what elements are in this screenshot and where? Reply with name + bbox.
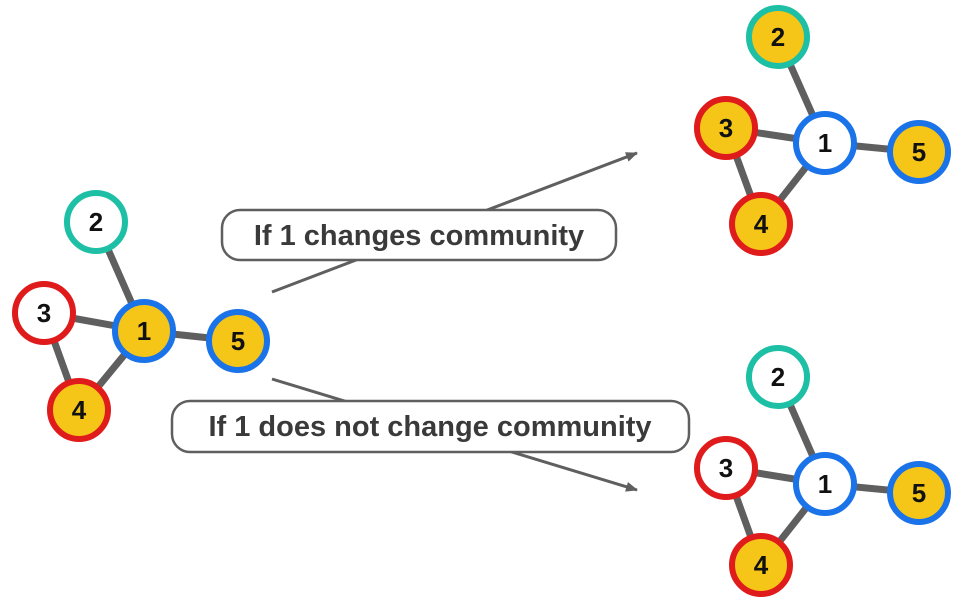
node-label-4: 4 [72, 395, 87, 425]
node-3 [694, 96, 758, 160]
node-label-5: 5 [912, 478, 926, 508]
node-4 [47, 378, 111, 442]
label-no-change-text: If 1 does not change community [208, 411, 651, 443]
node-label-5: 5 [912, 137, 926, 167]
graph-does-not-change-community: 1 2 3 4 5 [694, 345, 951, 597]
node-5 [887, 461, 951, 525]
node-3 [12, 281, 76, 345]
node-label-1: 1 [818, 469, 832, 499]
node-label-2: 2 [89, 207, 103, 237]
node-4 [729, 533, 793, 597]
node-label-2: 2 [771, 22, 785, 52]
label-changes-community: If 1 changes community [220, 208, 618, 262]
label-changes-text: If 1 changes community [254, 220, 584, 252]
node-label-2: 2 [771, 362, 785, 392]
node-label-1: 1 [137, 316, 151, 346]
node-1 [112, 299, 176, 363]
node-4 [729, 192, 793, 256]
node-label-1: 1 [818, 128, 832, 158]
node-1 [793, 111, 857, 175]
label-no-change-community: If 1 does not change community [170, 399, 691, 454]
node-2 [746, 345, 810, 409]
node-label-3: 3 [37, 298, 51, 328]
node-2 [746, 5, 810, 69]
graph-original: 1 2 3 4 5 [12, 190, 270, 442]
node-label-3: 3 [719, 453, 733, 483]
node-3 [694, 436, 758, 500]
node-5 [206, 309, 270, 373]
node-5 [887, 120, 951, 184]
label-no-change-pill [170, 399, 691, 454]
node-label-4: 4 [754, 209, 769, 239]
node-1 [793, 452, 857, 516]
node-label-4: 4 [754, 550, 769, 580]
label-changes-pill [220, 208, 618, 262]
node-label-3: 3 [719, 113, 733, 143]
node-label-5: 5 [231, 326, 245, 356]
graph-changes-community: 1 2 3 4 5 [694, 5, 951, 256]
node-2 [64, 190, 128, 254]
